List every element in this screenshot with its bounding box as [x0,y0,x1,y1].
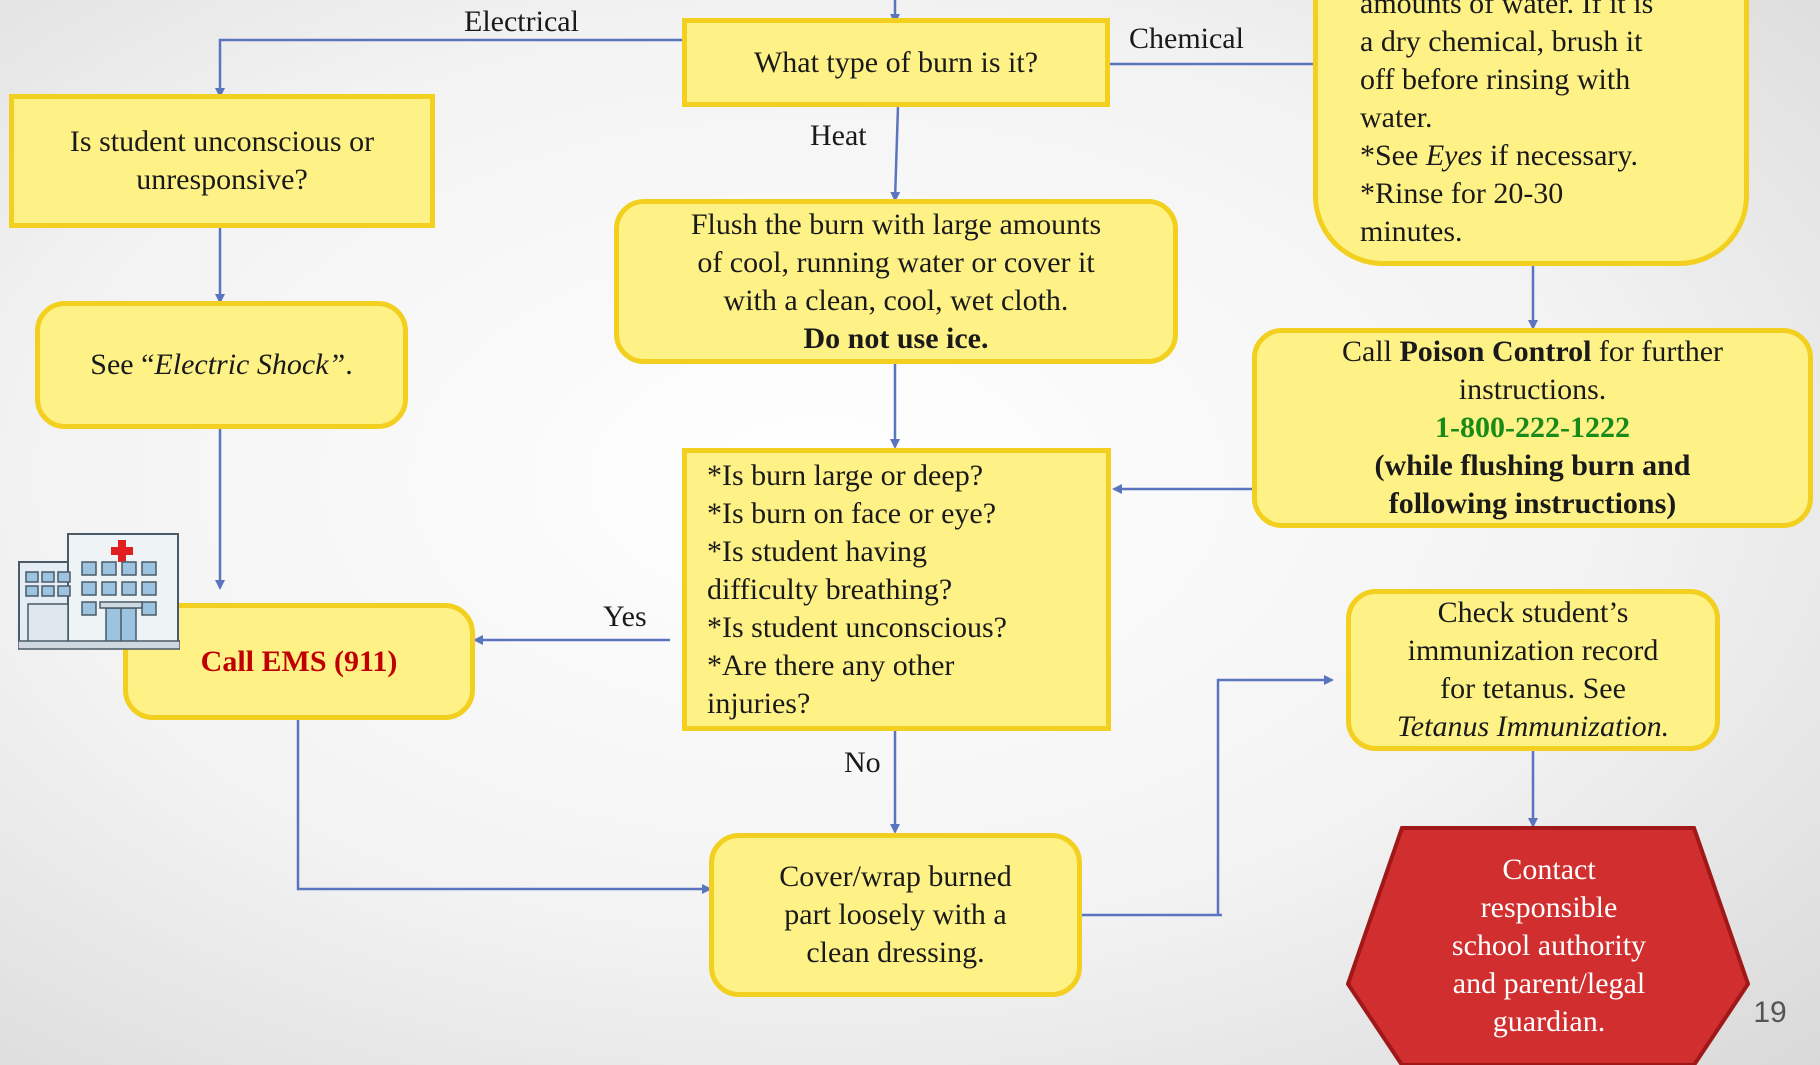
chemical-line: a dry chemical, brush it [1360,25,1643,58]
electric-shock-box: See “Electric Shock”. [35,301,408,429]
poison-note: (while flushing burn and [1374,449,1691,482]
unconscious-question-box: Is student unconscious or unresponsive? [9,94,435,228]
burn-type-box: What type of burn is it? [682,18,1110,107]
call-ems-box: Call EMS (911) [123,603,475,720]
tetanus-line: for tetanus. See [1440,672,1626,705]
chemical-line: off before rinsing with [1360,63,1631,96]
cover-line: clean dressing. [806,936,985,969]
contact-line: Contact [1502,853,1596,886]
poison-suffix: for further [1591,335,1724,368]
chemical-line: amounts of water. If it is [1360,0,1654,20]
poison-control-box: Call Poison Control for further instruct… [1252,328,1813,528]
poison-line-2: instructions. [1458,373,1607,406]
poison-control-name: Poison Control [1399,335,1592,368]
question-item: injuries? [707,686,811,720]
edge-label-electrical: Electrical [464,5,579,38]
assessment-questions-box: *Is burn large or deep? *Is burn on face… [682,448,1111,731]
arrow-heat [890,105,901,202]
question-item: *Is burn large or deep? [707,458,984,492]
contact-authority-hexagon [1346,826,1750,1065]
contact-line: and parent/legal [1452,967,1646,1000]
edge-label-heat: Heat [810,119,867,152]
question-item: *Is student unconscious? [707,610,1007,644]
chemical-see-eyes: *See Eyes if necessary. [1360,137,1638,175]
arrow-ems-to-cover [296,718,712,894]
question-item: difficulty breathing? [707,572,953,606]
contact-line: guardian. [1492,1005,1606,1038]
tetanus-line: Check student’s [1437,596,1629,629]
unconscious-question-text: Is student unconscious or unresponsive? [69,125,375,196]
hospital-icon [18,533,180,650]
poison-prefix: Call [1341,335,1400,368]
cover-line: Cover/wrap burned [779,860,1012,893]
cover-burn-box: Cover/wrap burned part loosely with a cl… [709,833,1082,997]
poison-note: following instructions) [1388,487,1677,520]
flush-line: Flush the burn with large amounts [690,207,1102,241]
flush-warning: Do not use ice. [803,321,989,355]
edge-label-yes: Yes [603,600,647,633]
flush-burn-box: Flush the burn with large amounts of coo… [614,199,1178,364]
electric-shock-ref: Electric Shock” [154,348,346,381]
question-item: *Is student having [707,534,927,568]
arrow-electrical [215,38,687,98]
eyes-ref: Eyes [1425,139,1483,172]
burn-type-text: What type of burn is it? [753,45,1039,79]
see-suffix: if necessary. [1482,139,1638,172]
question-item: *Is burn on face or eye? [707,496,997,530]
poison-line-1: Call Poison Control for further [1342,333,1723,371]
electric-shock-text: See “Electric Shock”. [90,346,352,384]
call-ems-text: Call EMS (911) [200,644,398,678]
cover-line: part loosely with a [784,898,1007,931]
chemical-rinse: minutes. [1360,215,1463,248]
edge-label-chemical: Chemical [1129,22,1244,55]
tetanus-line: immunization record [1407,634,1659,667]
page-number: 19 [1753,996,1787,1029]
chemical-burn-box: amounts of water. If it is a dry chemica… [1313,0,1749,266]
chemical-line: water. [1360,101,1433,134]
tetanus-box: Check student’s immunization record for … [1346,589,1720,751]
electric-shock-suffix: . [345,348,353,381]
flush-line: with a clean, cool, wet cloth. [723,283,1069,317]
arrow-cover-to-tetanus [1082,675,1334,917]
flush-line: of cool, running water or cover it [697,245,1095,279]
poison-phone: 1-800-222-1222 [1435,411,1630,444]
see-prefix: *See [1360,139,1426,172]
contact-line: school authority [1451,929,1647,962]
contact-authority-text: Contact responsible school authority and… [1390,851,1708,1041]
chemical-rinse: *Rinse for 20-30 [1360,177,1564,210]
tetanus-ref: Tetanus Immunization. [1396,710,1670,743]
contact-line: responsible [1480,891,1618,924]
question-item: *Are there any other [707,648,955,682]
edge-label-no: No [844,746,881,779]
electric-shock-prefix: See “ [90,348,155,381]
